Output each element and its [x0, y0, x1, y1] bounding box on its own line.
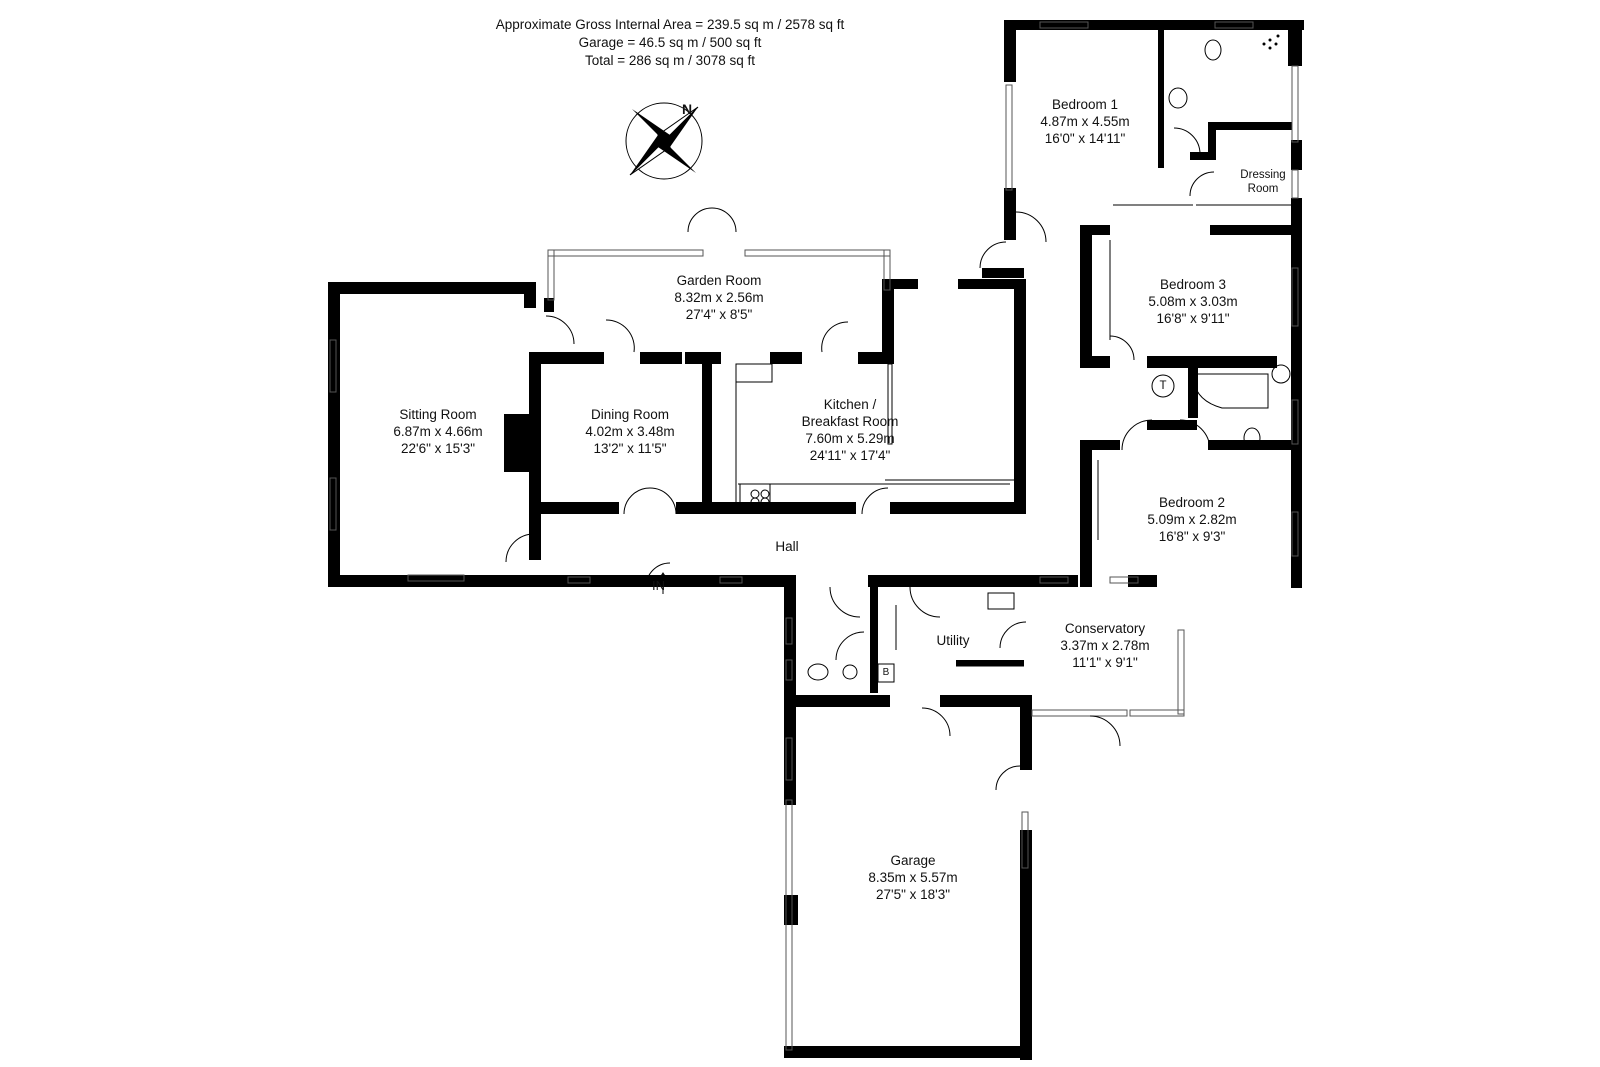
room-name: Kitchen / [823, 397, 877, 412]
room-name: Hall [775, 539, 799, 554]
room-name: Garden Room [676, 273, 762, 288]
room-label-bedroom-1: Bedroom 1 4.87m x 4.55m 16'0" x 14'11" [1040, 96, 1129, 147]
entrance-label: IN [652, 578, 665, 593]
room-label-utility: Utility [937, 632, 970, 649]
room-label-dressing-room: Dressing Room [1240, 168, 1285, 196]
compass-north-label: N [682, 101, 693, 117]
area-summary: Approximate Gross Internal Area = 239.5 … [440, 16, 900, 70]
room-metric: 5.08m x 3.03m [1148, 294, 1238, 309]
room-metric: 6.87m x 4.66m [393, 424, 483, 439]
boiler-label: B [882, 667, 890, 678]
room-imperial: 27'5" x 18'3" [875, 887, 951, 902]
room-name: Sitting Room [399, 407, 477, 422]
room-name: Bedroom 2 [1158, 495, 1226, 510]
room-name: Bedroom 3 [1159, 277, 1227, 292]
room-name: Dining Room [590, 407, 670, 422]
shower-icon [1262, 34, 1280, 50]
room-label-garden-room: Garden Room 8.32m x 2.56m 27'4" x 8'5" [674, 272, 763, 323]
room-name: Dressing [1240, 169, 1286, 181]
room-label-bedroom-2: Bedroom 2 5.09m x 2.82m 16'8" x 9'3" [1147, 494, 1236, 545]
room-metric: 4.02m x 3.48m [585, 424, 675, 439]
room-name: Utility [936, 633, 970, 648]
room-imperial: 24'11" x 17'4" [809, 448, 891, 463]
room-imperial: 22'6" x 15'3" [400, 441, 476, 456]
entry-arrow-icon [658, 572, 668, 594]
room-metric: 7.60m x 5.29m [805, 431, 895, 446]
room-metric: 8.35m x 5.57m [868, 870, 958, 885]
room-imperial: 16'8" x 9'3" [1158, 529, 1226, 544]
room-imperial: 11'1" x 9'1" [1072, 655, 1138, 670]
room-label-conservatory: Conservatory 3.37m x 2.78m 11'1" x 9'1" [1060, 620, 1149, 671]
room-name: Room [1247, 183, 1279, 195]
tank-label: T [1159, 380, 1167, 392]
room-name: Breakfast Room [801, 414, 899, 429]
room-name: Bedroom 1 [1051, 97, 1119, 112]
room-name: Conservatory [1064, 621, 1146, 636]
room-imperial: 16'0" x 14'11" [1044, 131, 1126, 146]
room-name: Garage [890, 853, 936, 868]
room-imperial: 16'8" x 9'11" [1156, 311, 1230, 326]
room-label-hall: Hall [775, 538, 798, 555]
room-imperial: 13'2" x 11'5" [593, 441, 667, 456]
room-metric: 5.09m x 2.82m [1147, 512, 1237, 527]
room-label-garage: Garage 8.35m x 5.57m 27'5" x 18'3" [868, 852, 957, 903]
garage-area-text: Garage = 46.5 sq m / 500 sq ft [578, 35, 762, 50]
room-imperial: 27'4" x 8'5" [685, 307, 753, 322]
total-area-text: Total = 286 sq m / 3078 sq ft [585, 53, 755, 68]
room-label-dining-room: Dining Room 4.02m x 3.48m 13'2" x 11'5" [585, 406, 674, 457]
room-metric: 3.37m x 2.78m [1060, 638, 1150, 653]
doors [505, 127, 1215, 791]
room-label-bedroom-3: Bedroom 3 5.08m x 3.03m 16'8" x 9'11" [1148, 276, 1237, 327]
compass-rose-icon [625, 102, 703, 180]
room-label-kitchen: Kitchen / Breakfast Room 7.60m x 5.29m 2… [802, 396, 899, 464]
interior-lines [735, 204, 1291, 683]
room-metric: 4.87m x 4.55m [1040, 114, 1130, 129]
room-metric: 8.32m x 2.56m [674, 290, 764, 305]
windows [329, 21, 1299, 1051]
walls [328, 20, 1304, 1060]
room-label-sitting-room: Sitting Room 6.87m x 4.66m 22'6" x 15'3" [393, 406, 482, 457]
bathroom-fixtures [750, 39, 1291, 681]
gross-area-text: Approximate Gross Internal Area = 239.5 … [495, 17, 845, 32]
